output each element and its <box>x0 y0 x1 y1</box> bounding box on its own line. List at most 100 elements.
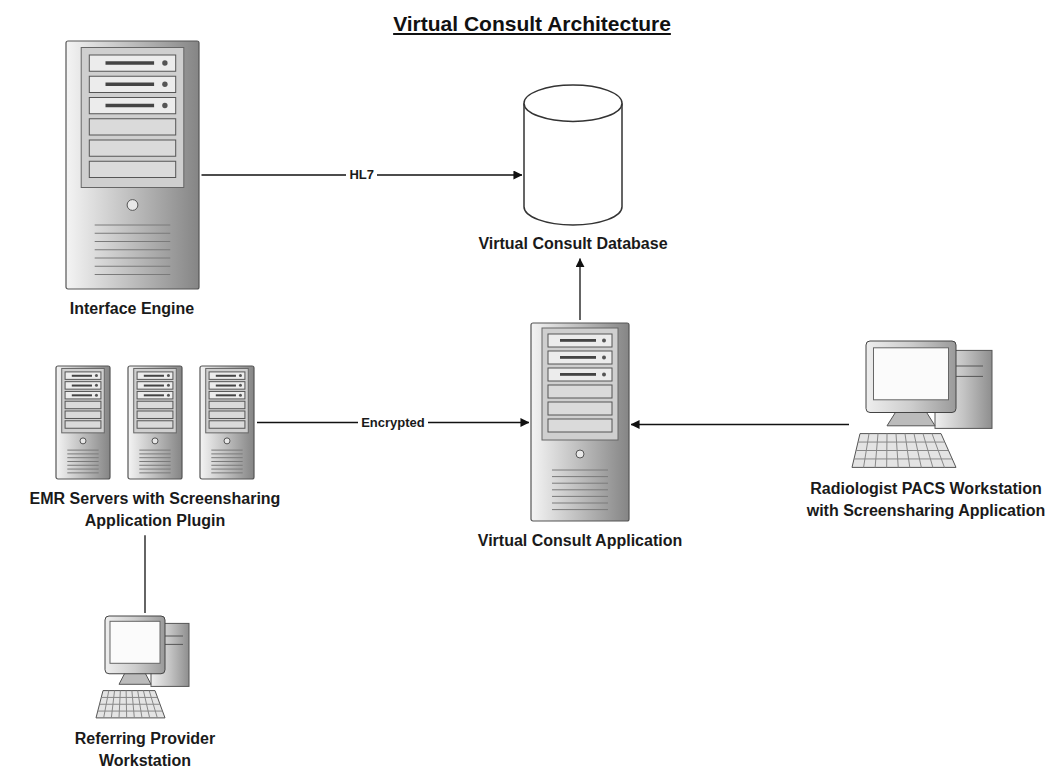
drive-bay <box>209 382 245 389</box>
keyboard <box>96 691 165 718</box>
power-button <box>80 438 86 444</box>
tower-body <box>200 366 254 479</box>
vent-line <box>67 457 98 458</box>
diagram-title: Virtual Consult Architecture <box>0 12 1064 36</box>
drive-slot <box>216 375 236 377</box>
tower-icon <box>530 322 630 522</box>
server-node: EMR Servers with Screensharing Applicati… <box>1 365 309 531</box>
power-button <box>127 200 138 211</box>
drive-slot <box>560 373 596 376</box>
vent-line <box>67 469 98 470</box>
vent-line <box>211 461 242 462</box>
monitor <box>866 341 956 413</box>
tower-body <box>531 323 629 521</box>
drive-bay <box>89 76 175 92</box>
drive-slot <box>144 385 164 387</box>
drive-bay <box>548 419 612 432</box>
drive-bay <box>65 421 101 428</box>
connector <box>144 535 145 613</box>
drive-slot <box>216 394 236 396</box>
server-node: Virtual Consult Application <box>460 322 700 552</box>
drive-slot <box>216 385 236 387</box>
drive-bay <box>137 421 173 428</box>
drive-slot <box>105 104 154 108</box>
vent-line <box>552 496 608 497</box>
key-row <box>858 442 945 443</box>
vent-line <box>552 489 608 490</box>
drive-led <box>95 374 98 377</box>
vent-line <box>94 258 170 259</box>
vent-line <box>211 469 242 470</box>
drive-bay <box>65 372 101 379</box>
computer <box>96 616 189 718</box>
tower-body <box>56 366 110 479</box>
key-column <box>119 691 120 718</box>
front-panel <box>542 328 618 440</box>
drive-bay <box>89 161 175 177</box>
tower <box>66 41 199 289</box>
drive-led <box>239 374 242 377</box>
vent-line <box>139 472 170 473</box>
drive-led <box>602 372 606 376</box>
node-label: Interface Engine <box>67 298 197 320</box>
drive-led <box>239 384 242 387</box>
vent-line <box>94 233 170 234</box>
tower-icon <box>65 40 200 290</box>
connector <box>579 259 580 320</box>
vent-line <box>211 472 242 473</box>
front-panel <box>62 368 105 432</box>
key-column <box>914 434 921 468</box>
workstation-node: Radiologist PACS Workstation with Screen… <box>791 340 1061 521</box>
key-column <box>143 691 149 718</box>
drive-slot <box>560 356 596 359</box>
key-column <box>864 434 869 468</box>
vent-line <box>552 483 608 484</box>
screen <box>110 621 160 663</box>
vent-line <box>94 249 170 250</box>
node-label: Virtual Consult Application <box>475 530 685 552</box>
monitor-stand <box>119 673 151 685</box>
node-label: Referring Provider Workstation <box>61 728 229 771</box>
cyl-icon <box>523 85 623 225</box>
tower-body <box>66 41 199 289</box>
key-column <box>149 691 157 718</box>
drive-bay <box>65 391 101 398</box>
pc-icon <box>95 615 195 720</box>
drive-slot <box>144 394 164 396</box>
drive-led <box>167 394 170 397</box>
key-row <box>856 450 949 451</box>
vent-line <box>211 453 242 454</box>
drive-led <box>602 338 606 342</box>
connector <box>631 424 849 425</box>
key-column <box>886 434 887 468</box>
server-tower <box>200 366 254 479</box>
drive-bay <box>137 411 173 418</box>
key-column <box>132 691 134 718</box>
vent-line <box>211 457 242 458</box>
vent-line <box>67 472 98 473</box>
power-button <box>576 450 584 458</box>
power-button <box>224 438 230 444</box>
monitor <box>105 616 165 674</box>
vent-line <box>139 461 170 462</box>
drive-bay <box>548 334 612 347</box>
drive-led <box>162 82 167 87</box>
key-column <box>896 434 898 468</box>
drive-bay <box>209 391 245 398</box>
database-top <box>524 85 622 121</box>
tower <box>531 323 629 521</box>
drive-bay <box>209 372 245 379</box>
power-button <box>152 438 158 444</box>
node-label: Virtual Consult Database <box>475 233 670 255</box>
node-label: Radiologist PACS Workstation with Screen… <box>791 478 1061 521</box>
vent-line <box>139 469 170 470</box>
drive-bay <box>209 401 245 408</box>
drive-led <box>239 394 242 397</box>
vent-line <box>67 453 98 454</box>
pc-icon <box>851 340 1001 470</box>
edge-label: HL7 <box>346 167 377 183</box>
vent-line <box>94 225 170 226</box>
vent-line <box>67 465 98 466</box>
drive-led <box>162 103 167 108</box>
drive-slot <box>105 61 154 65</box>
